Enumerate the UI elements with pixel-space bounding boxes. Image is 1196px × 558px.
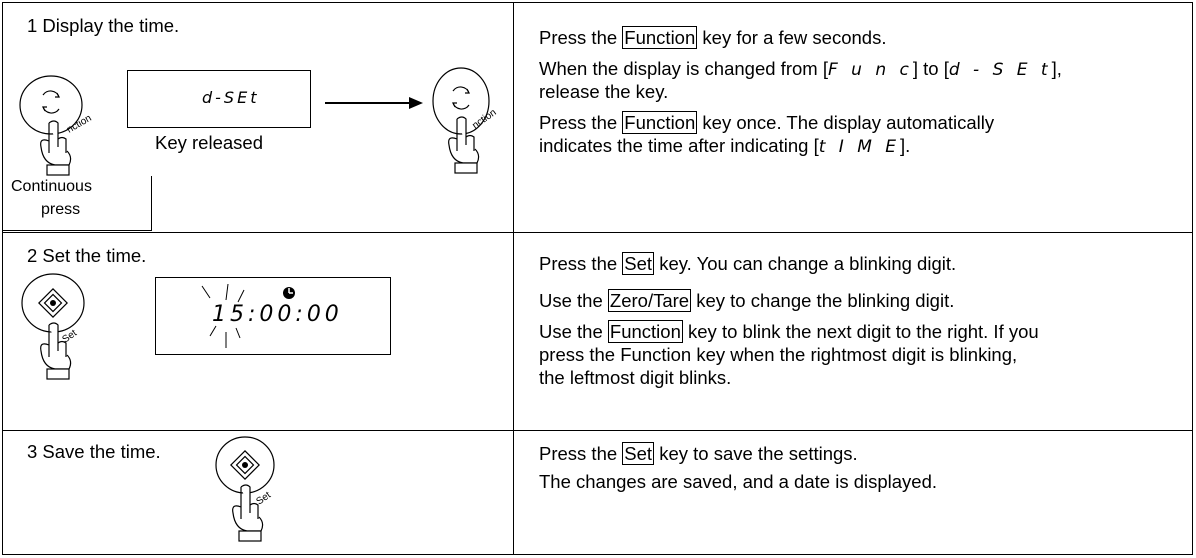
row-3-right: Press the Set key to save the settings. … [514,431,1192,554]
lcd-time-text: t I M E [818,137,901,157]
set-key-icon: Set [215,436,275,542]
function-key-icon: nction [432,67,499,174]
instruction-line: When the display is changed from [F u n … [539,58,1062,80]
lcd-display-time: 15:00:00 [155,277,391,355]
clock-icon [283,287,295,299]
function-key-ref: Function [607,320,683,343]
instruction-line: press the Function key when the rightmos… [539,344,1018,365]
column-divider [513,3,514,554]
instruction-line: Press the Function key for a few seconds… [539,26,887,49]
instruction-line: Use the Function key to blink the next d… [539,320,1039,343]
function-key-icon: nction [19,75,94,176]
continuous-label: Continuous [11,178,92,195]
row-2-right: Press the Set key. You can change a blin… [514,233,1192,430]
step-3-title: 3 Save the time. [27,441,161,462]
lcd-display-dset: d-SEt [127,70,311,128]
lcd-func-text: F u n c [827,60,913,80]
press-label-box [3,176,152,231]
step-1-title: 1 Display the time. [27,15,180,36]
instruction-line: The changes are saved, and a date is dis… [539,471,938,492]
instruction-line: Press the Function key once. The display… [539,111,995,134]
row-divider [3,430,1192,431]
instruction-line: Use the Zero/Tare key to change the blin… [539,289,955,312]
row-2-left: 2 Set the time. Set 15:00:00 [3,233,513,430]
function-key-ref: Function [622,111,698,134]
row-1-right: Press the Function key for a few seconds… [514,3,1192,232]
row-1-left: 1 Display the time. nction d-SEt Key rel… [3,3,513,232]
press-label: press [41,201,81,218]
row-3-left: 3 Save the time. Set [3,431,513,554]
instruction-line: indicates the time after indicating [t I… [539,135,911,157]
function-key-ref: Function [622,26,698,49]
arrow-right-icon [325,97,423,109]
blink-marks [201,283,245,348]
zero-tare-key-ref: Zero/Tare [607,289,692,312]
step-2-title: 2 Set the time. [27,245,147,266]
set-key-ref: Set [622,442,655,465]
instruction-line: release the key. [539,81,669,102]
lcd-dset-text: d - S E t [948,60,1052,80]
row-divider [3,232,1192,233]
instruction-line: Press the Set key to save the settings. [539,442,858,465]
set-key-icon: Set [21,273,85,380]
set-key-ref: Set [622,252,655,275]
instruction-line: the leftmost digit blinks. [539,367,732,388]
instruction-line: Press the Set key. You can change a blin… [539,252,957,275]
key-released-caption: Key released [155,132,263,153]
